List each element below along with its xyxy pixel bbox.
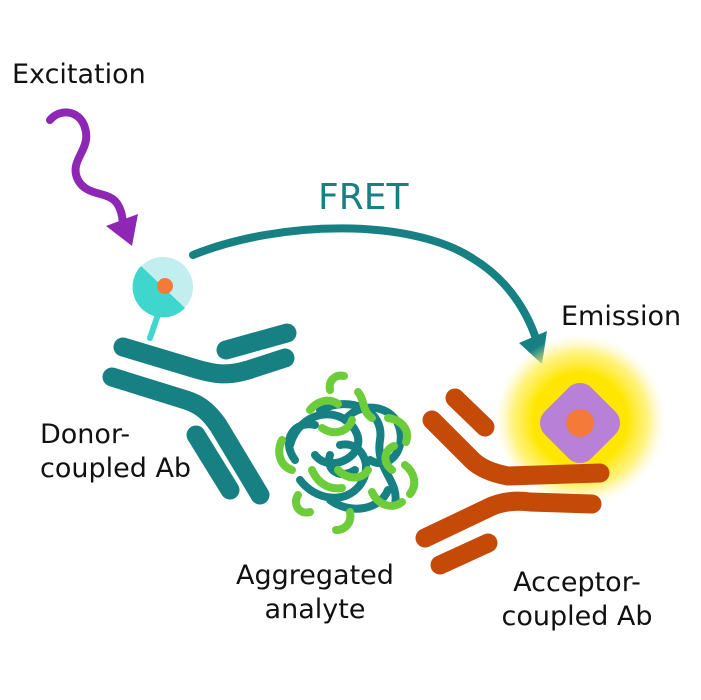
donor-label-line2: coupled Ab bbox=[40, 453, 192, 484]
aggregated-label: Aggregated analyte bbox=[226, 559, 404, 627]
aggregated-analyte-icon bbox=[275, 371, 419, 534]
acceptor-fluorophore-icon bbox=[539, 382, 621, 464]
wavy-arrow-icon bbox=[46, 108, 138, 246]
aggregated-label-line1: Aggregated bbox=[236, 560, 394, 591]
acceptor-label-line2: coupled Ab bbox=[501, 601, 653, 632]
acceptor-label: Acceptor- coupled Ab bbox=[488, 566, 666, 634]
acceptor-label-line1: Acceptor- bbox=[513, 567, 641, 598]
donor-antibody bbox=[102, 323, 297, 505]
excitation-label: Excitation bbox=[12, 59, 146, 90]
acceptor-antibody bbox=[415, 388, 610, 575]
fret-label: FRET bbox=[318, 177, 409, 218]
emission-label: Emission bbox=[561, 301, 682, 332]
donor-label-line1: Donor- bbox=[40, 419, 131, 450]
donor-label: Donor- coupled Ab bbox=[40, 418, 192, 486]
aggregated-label-line2: analyte bbox=[264, 594, 366, 625]
donor-fluorophore-icon bbox=[132, 257, 193, 318]
